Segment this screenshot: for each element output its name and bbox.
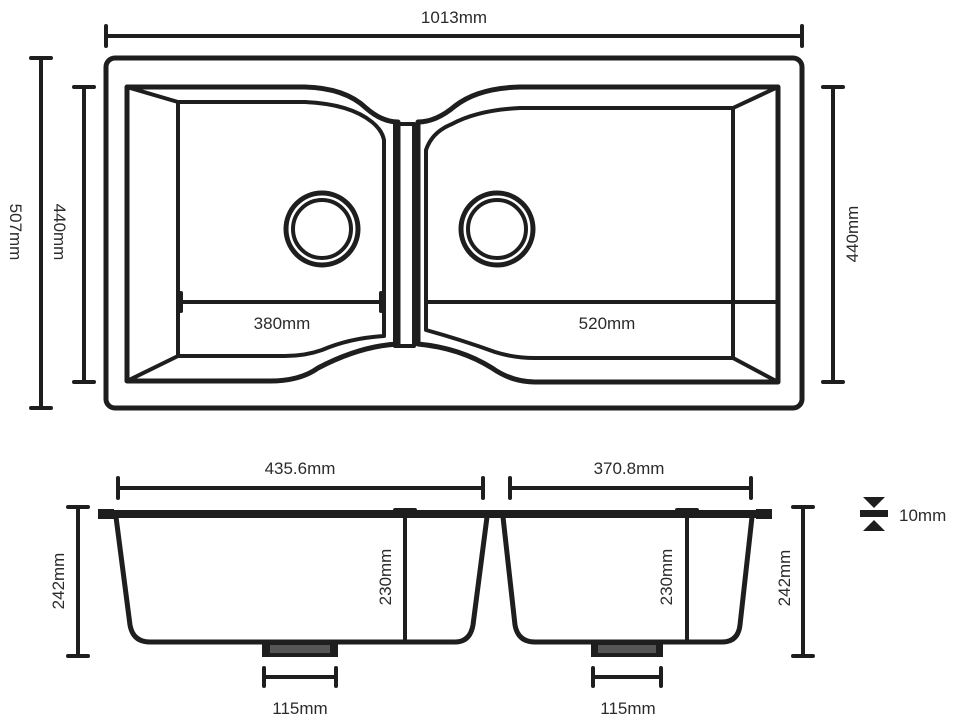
right-top-width-dimension: 370.8mm	[508, 459, 753, 500]
left-bowl-depth-label: 440mm	[50, 204, 69, 261]
right-top-width-label: 370.8mm	[594, 459, 665, 478]
center-divider	[393, 122, 416, 348]
left-bowl-width-dimension: 380mm	[176, 291, 384, 333]
right-overall-height-dimension: 242mm	[775, 505, 815, 658]
right-bowl-width-dimension: 520mm	[424, 300, 780, 333]
left-overall-height-dimension: 242mm	[49, 505, 90, 658]
right-bowl-width-label: 520mm	[579, 314, 636, 333]
left-waste-outlet	[262, 642, 338, 657]
right-bowl-outline	[415, 84, 781, 385]
side-rim	[98, 510, 770, 518]
left-overall-height-label: 242mm	[49, 553, 68, 610]
right-waste-outlet	[591, 642, 663, 657]
left-bowl-floor	[176, 100, 386, 358]
overall-depth-dimension: 507mm	[6, 56, 53, 410]
left-bowl-height-dimension: 230mm	[376, 508, 417, 644]
arrow-down-icon	[863, 497, 885, 508]
right-bowl-height-label: 230mm	[657, 549, 676, 606]
right-waste-width-label: 115mm	[600, 699, 655, 718]
left-bowl-height-label: 230mm	[376, 549, 395, 606]
left-bowl-depth-dimension: 440mm	[50, 85, 96, 384]
right-bowl-height-dimension: 230mm	[657, 508, 699, 644]
right-bowl-profile	[500, 514, 755, 645]
right-bowl-floor	[424, 106, 735, 360]
left-bowl-width-label: 380mm	[254, 314, 311, 333]
rim-thickness-label: 10mm	[899, 506, 946, 525]
top-view: 1013mm 507mm 440mm 440mm	[6, 8, 862, 411]
rim-thickness-indicator: 10mm	[860, 497, 946, 531]
left-top-width-dimension: 435.6mm	[116, 459, 485, 500]
left-waste-width-label: 115mm	[272, 699, 327, 718]
left-bowl-profile	[113, 514, 490, 645]
overall-width-label: 1013mm	[421, 8, 487, 27]
left-top-width-label: 435.6mm	[265, 459, 336, 478]
overall-depth-label: 507mm	[6, 204, 25, 261]
left-drain-icon	[283, 190, 361, 268]
right-drain-icon	[458, 190, 536, 268]
right-bowl-depth-dimension: 440mm	[821, 85, 862, 384]
overall-width-dimension: 1013mm	[104, 8, 804, 48]
right-bowl-depth-label: 440mm	[843, 206, 862, 263]
side-view: 435.6mm 370.8mm 242mm 242mm	[49, 459, 946, 718]
right-overall-height-label: 242mm	[775, 550, 794, 607]
arrow-up-icon	[863, 520, 885, 531]
right-waste-width-dimension: 115mm	[591, 666, 663, 718]
sink-outer-rim	[103, 55, 805, 411]
left-waste-width-dimension: 115mm	[262, 666, 338, 718]
